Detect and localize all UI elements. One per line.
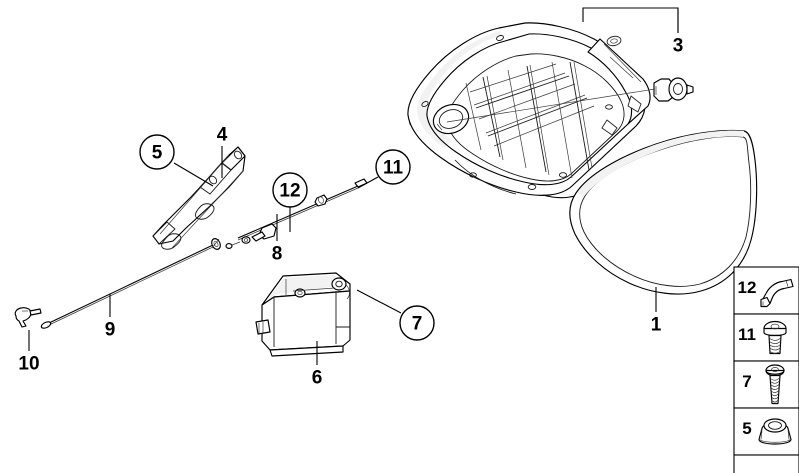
callout-1[interactable]: 1	[651, 287, 662, 336]
callout-4[interactable]: 4	[217, 125, 228, 179]
housing-grommet-plug	[653, 77, 694, 102]
callout-6[interactable]: 6	[312, 341, 323, 389]
callout-number: 6	[312, 368, 323, 389]
fuel-flap-door-part	[569, 129, 758, 295]
legend-item-number: 7	[742, 372, 751, 391]
callout-leader-line	[173, 162, 214, 187]
callout-3-bracket	[582, 7, 679, 33]
callout-7[interactable]: 7	[356, 289, 435, 341]
legend-item-number: 5	[742, 419, 751, 438]
release-pull-knob-part	[14, 307, 42, 328]
legend-item-flange-nut[interactable]: 5	[733, 407, 799, 456]
callout-number: 3	[673, 36, 684, 57]
legend-cell-border	[733, 454, 799, 473]
grommet-alignment-line	[446, 88, 656, 123]
callout-number: 5	[152, 143, 163, 164]
callout-number: 12	[279, 181, 300, 202]
flange-bolt-icon	[763, 320, 787, 355]
callout-8[interactable]: 8	[272, 214, 283, 265]
housing-grid-ribs	[475, 61, 590, 173]
legend-item-number: 12	[738, 278, 757, 297]
callout-number: 8	[272, 244, 283, 265]
callout-layer: 1 3 4 5 6 7 8 9 10 11 12	[18, 9, 683, 389]
callout-circle	[272, 172, 308, 208]
callout-5[interactable]: 5	[139, 134, 214, 187]
actuator-motor-part	[255, 272, 351, 357]
legend-item-number: 11	[738, 325, 756, 344]
legend-item-screw[interactable]: 7	[733, 360, 799, 409]
callout-9[interactable]: 9	[105, 294, 116, 341]
pan-head-screw-icon	[765, 364, 785, 405]
callout-number: 7	[412, 314, 423, 335]
callout-3[interactable]: 3	[673, 9, 684, 57]
parts-legend-panel: 12 11 7 5	[733, 266, 799, 473]
callout-number: 1	[651, 315, 662, 336]
legend-item-partial[interactable]	[733, 454, 799, 473]
callout-number: 4	[217, 125, 228, 146]
callout-leader-line	[357, 176, 379, 189]
callout-10[interactable]: 10	[18, 330, 40, 375]
callout-leader-line	[356, 289, 402, 314]
callout-number: 10	[18, 354, 39, 375]
flange-nut-icon	[758, 418, 792, 445]
callout-11[interactable]: 11	[357, 149, 411, 189]
legend-item-bolt[interactable]: 11	[733, 313, 799, 362]
callout-circle	[375, 149, 411, 185]
legend-item-clip[interactable]: 12	[733, 266, 799, 315]
callout-number: 9	[105, 320, 116, 341]
bowden-cable-part	[225, 178, 368, 249]
bent-clip-icon	[760, 278, 794, 308]
callout-12[interactable]: 12	[272, 172, 308, 232]
callout-circle	[399, 305, 435, 341]
callout-circle	[139, 134, 175, 170]
callout-number: 11	[383, 158, 404, 179]
release-rod-part	[40, 238, 221, 329]
